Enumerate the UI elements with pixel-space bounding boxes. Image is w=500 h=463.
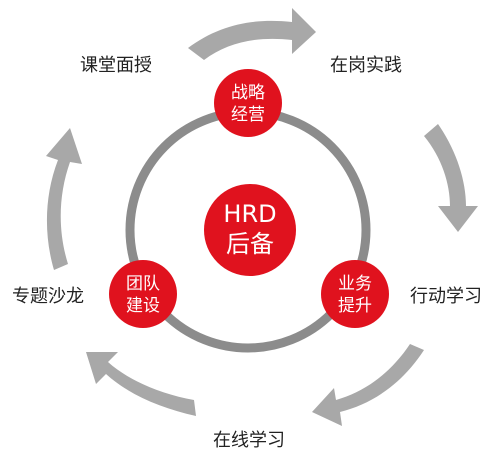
node-business: 业务 提升 [321,260,389,328]
arrow-top-icon [188,8,316,60]
arrow-left-icon [46,128,82,270]
node-team: 团队 建设 [109,260,177,328]
label-online: 在线学习 [213,430,285,451]
label-classroom: 课堂面授 [80,55,152,76]
arrow-lower-right-icon [312,344,424,426]
center-node: HRD 后备 [204,184,296,276]
cycle-arrows [46,8,478,426]
outer-labels: 课堂面授 在岗实践 行动学习 在线学习 专题沙龙 [12,55,482,451]
node-business-line2: 提升 [338,296,372,316]
label-salon: 专题沙龙 [12,286,84,307]
label-action: 行动学习 [410,286,482,307]
node-team-line1: 团队 [126,274,160,294]
node-strategy-line1: 战略 [231,83,265,103]
arrow-upper-right-icon [424,124,478,232]
node-strategy: 战略 经营 [214,69,282,137]
node-team-line2: 建设 [126,296,160,316]
arrow-lower-left-icon [86,352,196,416]
center-node-line2: 后备 [226,230,274,258]
center-node-line1: HRD [223,200,276,228]
label-on-job: 在岗实践 [330,55,402,76]
node-strategy-line2: 经营 [231,105,265,125]
node-business-line1: 业务 [338,274,372,294]
